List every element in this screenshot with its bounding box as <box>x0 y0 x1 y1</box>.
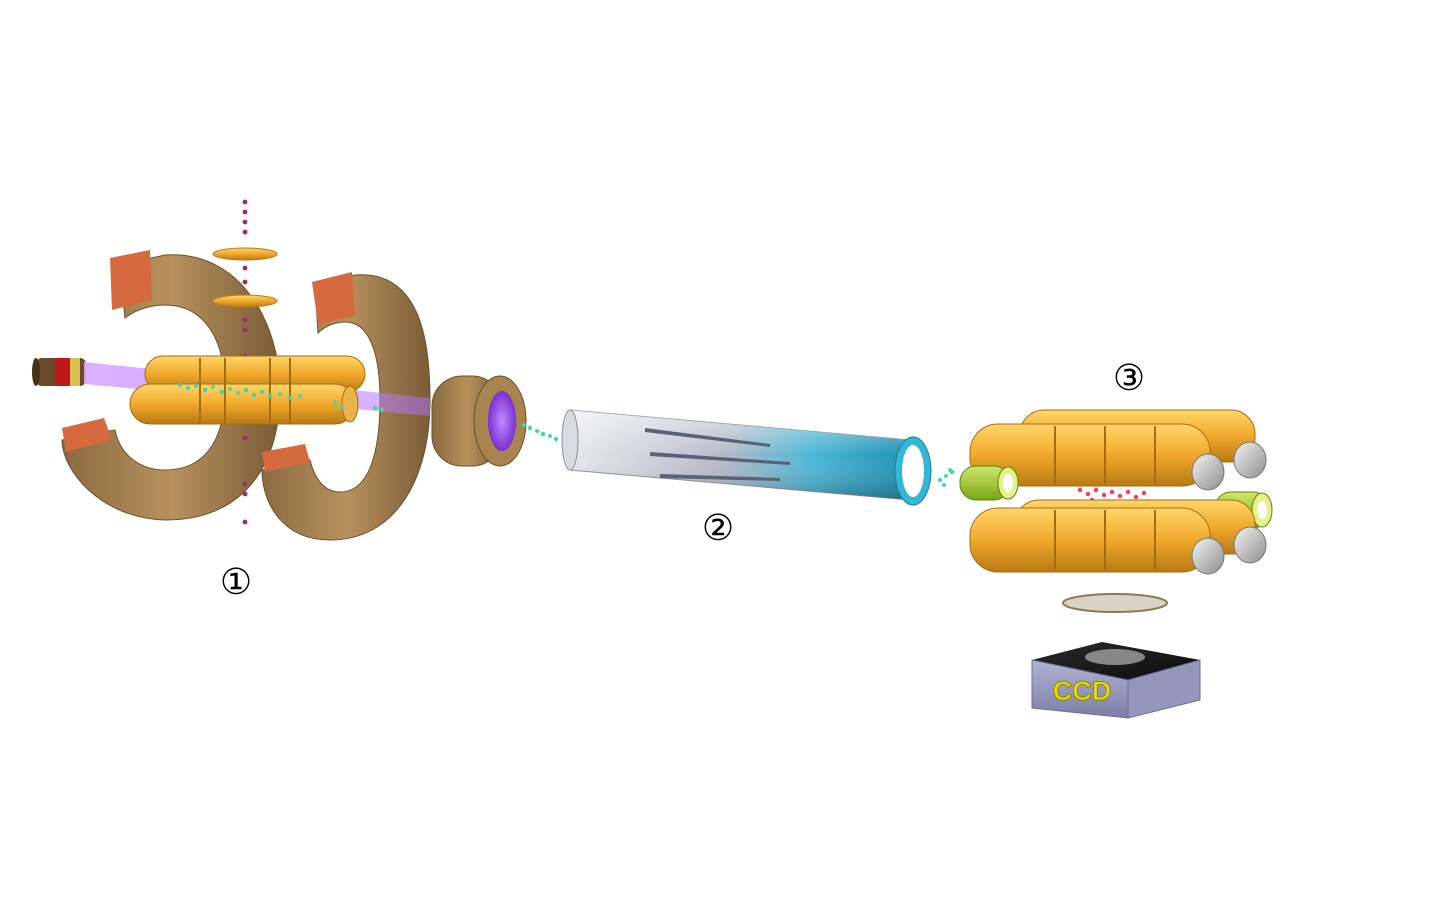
ccd-label: CCD <box>1053 676 1112 706</box>
right-coil-top-face <box>312 272 355 324</box>
laser-source <box>32 358 86 386</box>
left-green-endcap <box>959 465 1019 501</box>
right-coil-bottom-face <box>262 444 310 472</box>
exit-lens-electrode <box>431 375 527 467</box>
upper-skimmer-disc <box>212 247 278 261</box>
stage1-trap-assembly: ① <box>32 199 527 602</box>
tube-slots <box>645 428 790 481</box>
left-coil-top-face <box>110 250 152 310</box>
ion-bunch-out <box>937 468 955 487</box>
stage1-label: ① <box>220 561 252 602</box>
trapped-ion-cloud <box>178 383 384 412</box>
lower-front-electrode <box>969 507 1225 575</box>
ion-bunch-in <box>522 423 559 442</box>
stage2-label: ② <box>702 507 734 548</box>
stage3-label: ③ <box>1113 357 1145 398</box>
stage3-penning-trap: ③ <box>937 357 1273 613</box>
imaging-lens <box>1062 593 1168 613</box>
stage2-transfer-tube: ② <box>522 409 932 548</box>
upper-front-electrode <box>969 423 1225 491</box>
linear-ion-trap <box>129 355 366 425</box>
ccd-camera: CCD <box>1031 642 1201 719</box>
left-coil-bottom-face <box>62 418 112 452</box>
lower-skimmer-disc <box>212 294 278 308</box>
